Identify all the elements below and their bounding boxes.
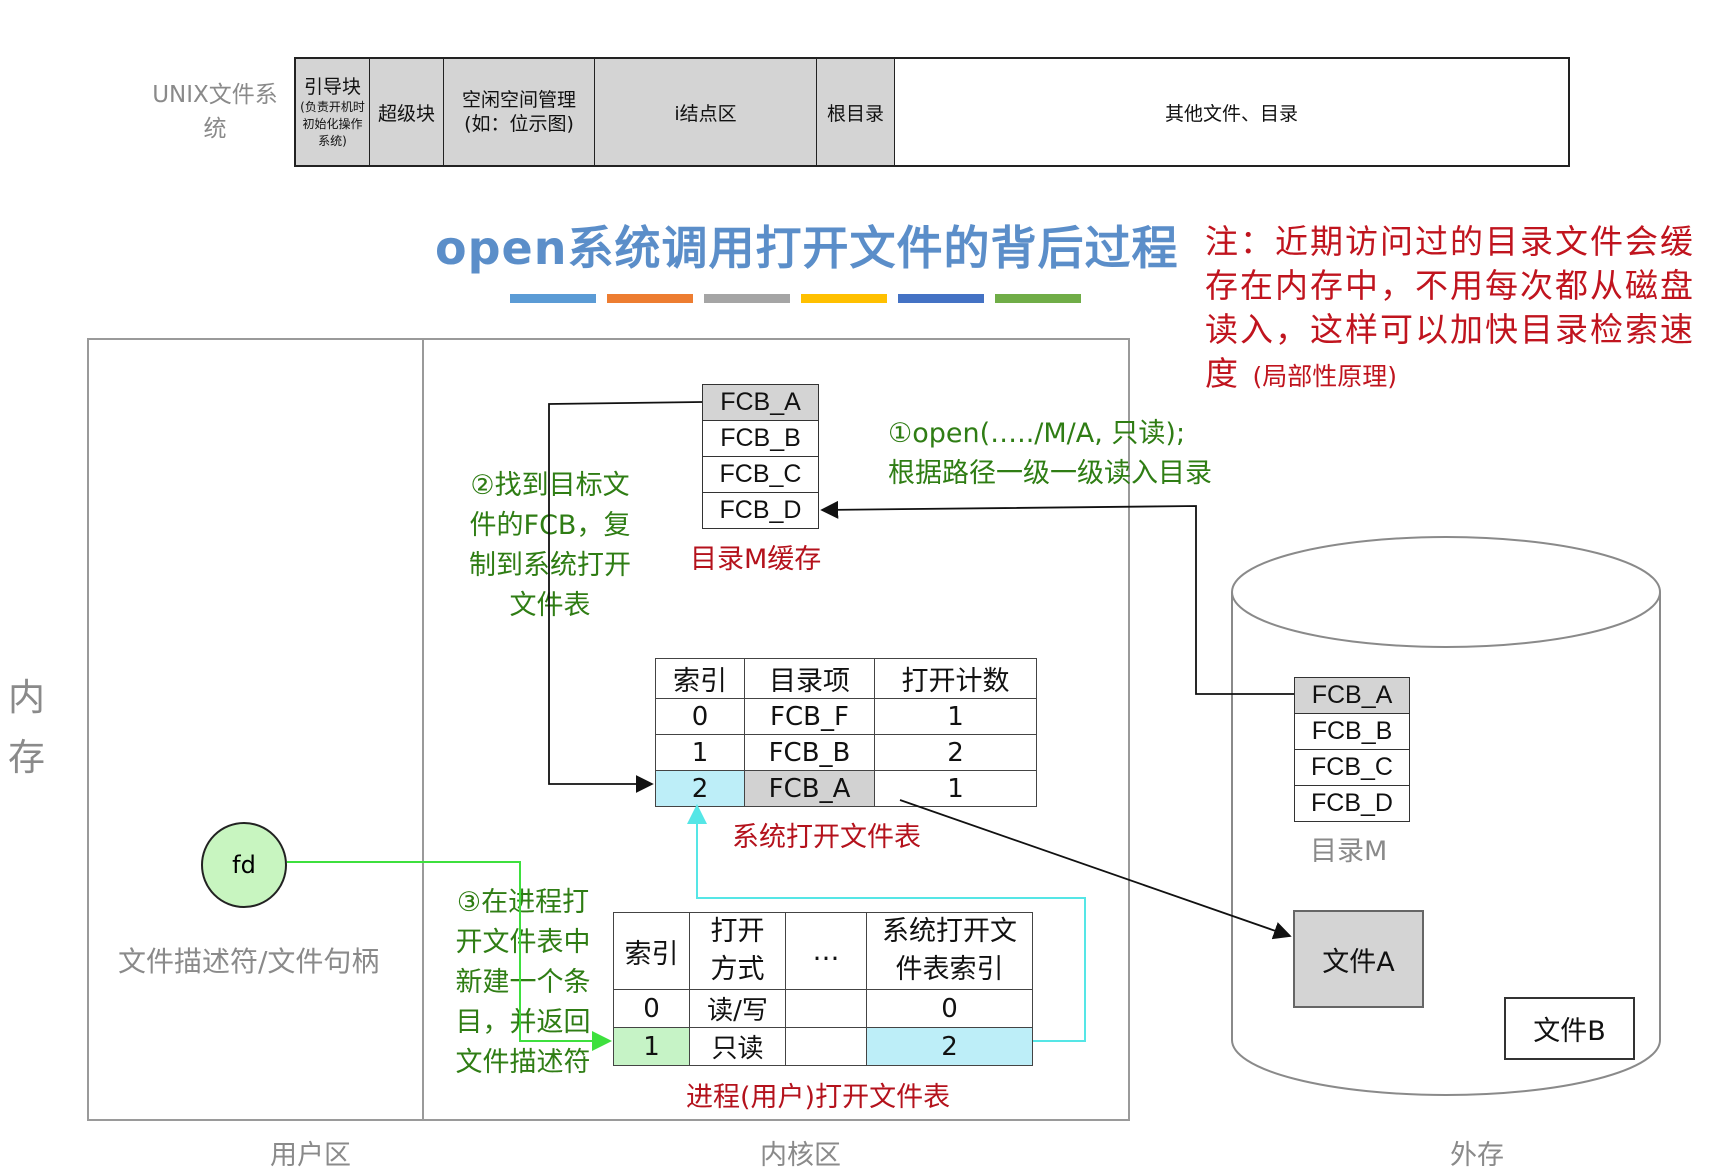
unix-fs-label: UNIX文件系统	[152, 82, 278, 142]
table-row-highlighted: 1 只读 2	[613, 1027, 1033, 1066]
table-header-row: 索引 目录项 打开计数	[655, 658, 1037, 699]
note-text: 注：近期访问过的目录文件会缓存在内存中，不用每次都从磁盘读入，这样可以加快目录检…	[1205, 220, 1710, 399]
disk-cylinder-top	[1231, 536, 1661, 648]
dir-cache-fcb-b: FCB_B	[702, 420, 819, 457]
underline-segment	[801, 294, 887, 303]
dir-cache-fcb-d: FCB_D	[702, 492, 819, 529]
unix-layout-bar: 引导块 (负责开机时初始化操作系统) 超级块 空闲空间管理 (如：位示图) i结…	[294, 57, 1570, 167]
memory-frame	[87, 338, 1130, 1121]
kernel-area-label: 内核区	[760, 1140, 841, 1171]
seg-other-files: 其他文件、目录	[895, 59, 1568, 165]
seg-boot-block: 引导块 (负责开机时初始化操作系统)	[296, 59, 370, 165]
underline-segment	[898, 294, 984, 303]
system-open-file-table: 索引 目录项 打开计数 0 FCB_F 1 1 FCB_B 2 2 FCB_A …	[655, 658, 1037, 807]
seg-super-block: 超级块	[370, 59, 444, 165]
seg-free-space: 空闲空间管理 (如：位示图)	[444, 59, 595, 165]
step1-text: ①open(…../M/A, 只读); 根据路径一级一级读入目录	[888, 418, 1212, 489]
seg-inode-area: i结点区	[595, 59, 817, 165]
memory-label: 内存	[8, 676, 45, 779]
step3-text: ③在进程打 开文件表中 新建一个条 目，并返回 文件描述符	[455, 887, 591, 1078]
seg-root-dir: 根目录	[817, 59, 895, 165]
fd-label: 文件描述符/文件句柄	[118, 945, 380, 978]
user-area-label: 用户区	[270, 1140, 351, 1171]
process-table-label: 进程(用户)打开文件表	[686, 1082, 951, 1113]
table-header-row: 索引 打开 方式 … 系统打开文 件表索引	[613, 912, 1033, 990]
title-underline	[510, 294, 1081, 303]
process-open-file-table: 索引 打开 方式 … 系统打开文 件表索引 0 读/写 0 1 只读 2	[613, 912, 1033, 1066]
disk-dir-fcb-b: FCB_B	[1294, 713, 1410, 750]
table-row: 0 读/写 0	[613, 989, 1033, 1028]
disk-dir-fcb-c: FCB_C	[1294, 749, 1410, 786]
table-row-highlighted: 2 FCB_A 1	[655, 770, 1037, 807]
file-b-box: 文件B	[1504, 997, 1635, 1060]
table-row: 1 FCB_B 2	[655, 734, 1037, 771]
underline-segment	[510, 294, 596, 303]
underline-segment	[995, 294, 1081, 303]
dir-cache-fcb-a: FCB_A	[702, 384, 819, 421]
disk-dir-fcb-a: FCB_A	[1294, 677, 1410, 714]
disk-dir-fcb-d: FCB_D	[1294, 785, 1410, 822]
underline-segment	[607, 294, 693, 303]
seg-boot-block-desc: (负责开机时初始化操作系统)	[300, 99, 365, 148]
table-row: 0 FCB_F 1	[655, 698, 1037, 735]
system-table-label: 系统打开文件表	[732, 822, 921, 853]
note-tail: (局部性原理)	[1252, 362, 1398, 391]
note-main: 注：近期访问过的目录文件会缓存在内存中，不用每次都从磁盘读入，这样可以加快目录检…	[1205, 222, 1695, 393]
fd-circle: fd	[201, 822, 287, 908]
step2-text: ②找到目标文 件的FCB，复 制到系统打开 文件表	[469, 470, 631, 621]
file-a-box: 文件A	[1293, 910, 1424, 1008]
external-storage-label: 外存	[1450, 1140, 1504, 1171]
page-title: open系统调用打开文件的背后过程	[435, 221, 1179, 275]
dir-cache-fcb-c: FCB_C	[702, 456, 819, 493]
underline-segment	[704, 294, 790, 303]
dir-cache-label: 目录M缓存	[690, 544, 822, 575]
disk-dir-label: 目录M	[1310, 836, 1388, 867]
